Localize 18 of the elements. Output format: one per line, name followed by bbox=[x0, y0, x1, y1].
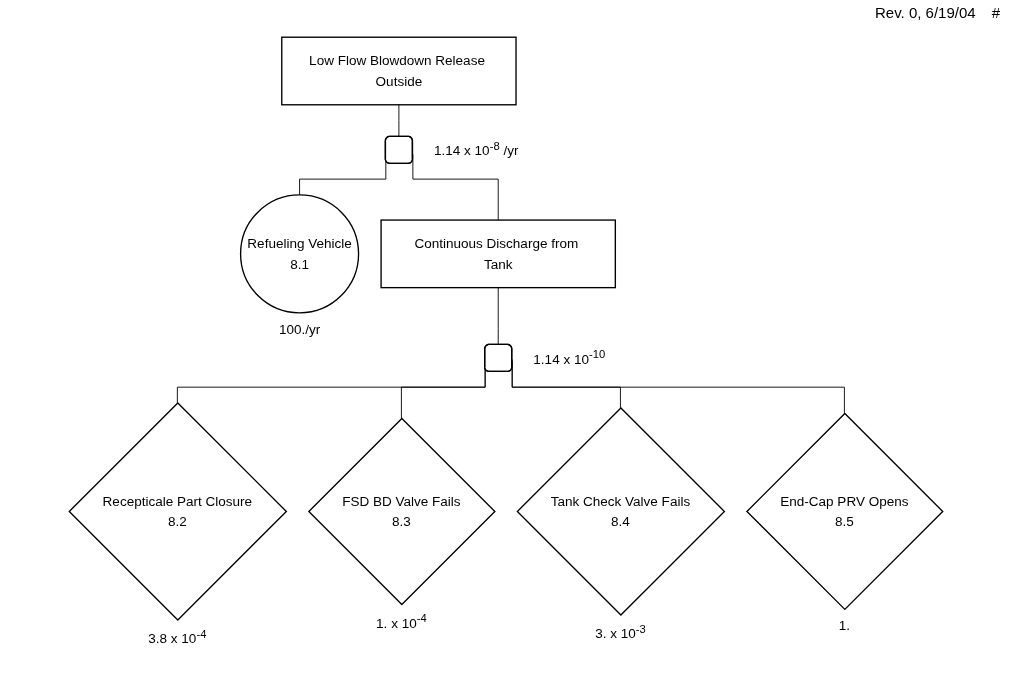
node-label: 1.14 x 10$^{-8}$ /yr bbox=[434, 140, 519, 159]
node-diamond: Recepticale Part Closure 8.2 bbox=[68, 401, 288, 621]
node-label: 3. x 10$^{-3}$ bbox=[595, 623, 646, 642]
node-box: Continuous Discharge from Tank bbox=[380, 219, 616, 289]
node-circle: Refueling Vehicle 8.1 bbox=[239, 194, 360, 314]
node-label: 1.14 x 10$^{-10}$ bbox=[533, 348, 606, 367]
node-diamond: Tank Check Valve Fails 8.4 bbox=[516, 407, 726, 616]
node-diamond: End-Cap PRV Opens 8.5 bbox=[745, 412, 944, 611]
node-label: 1. bbox=[838, 617, 851, 633]
node-label: 3.8 x 10$^{-4}$ bbox=[148, 628, 207, 647]
node-label: 1. x 10$^{-4}$ bbox=[376, 612, 427, 631]
node-box: Low Flow Blowdown Release Outside bbox=[281, 36, 517, 106]
note-text: Rev. 0, 6/19/04 bbox=[875, 4, 976, 21]
connector bbox=[398, 104, 400, 138]
note-text: # bbox=[991, 4, 1000, 21]
connector bbox=[497, 287, 500, 346]
node-label: 100./yr bbox=[278, 320, 321, 337]
node-diamond: FSD BD Valve Fails 8.3 bbox=[307, 417, 496, 606]
